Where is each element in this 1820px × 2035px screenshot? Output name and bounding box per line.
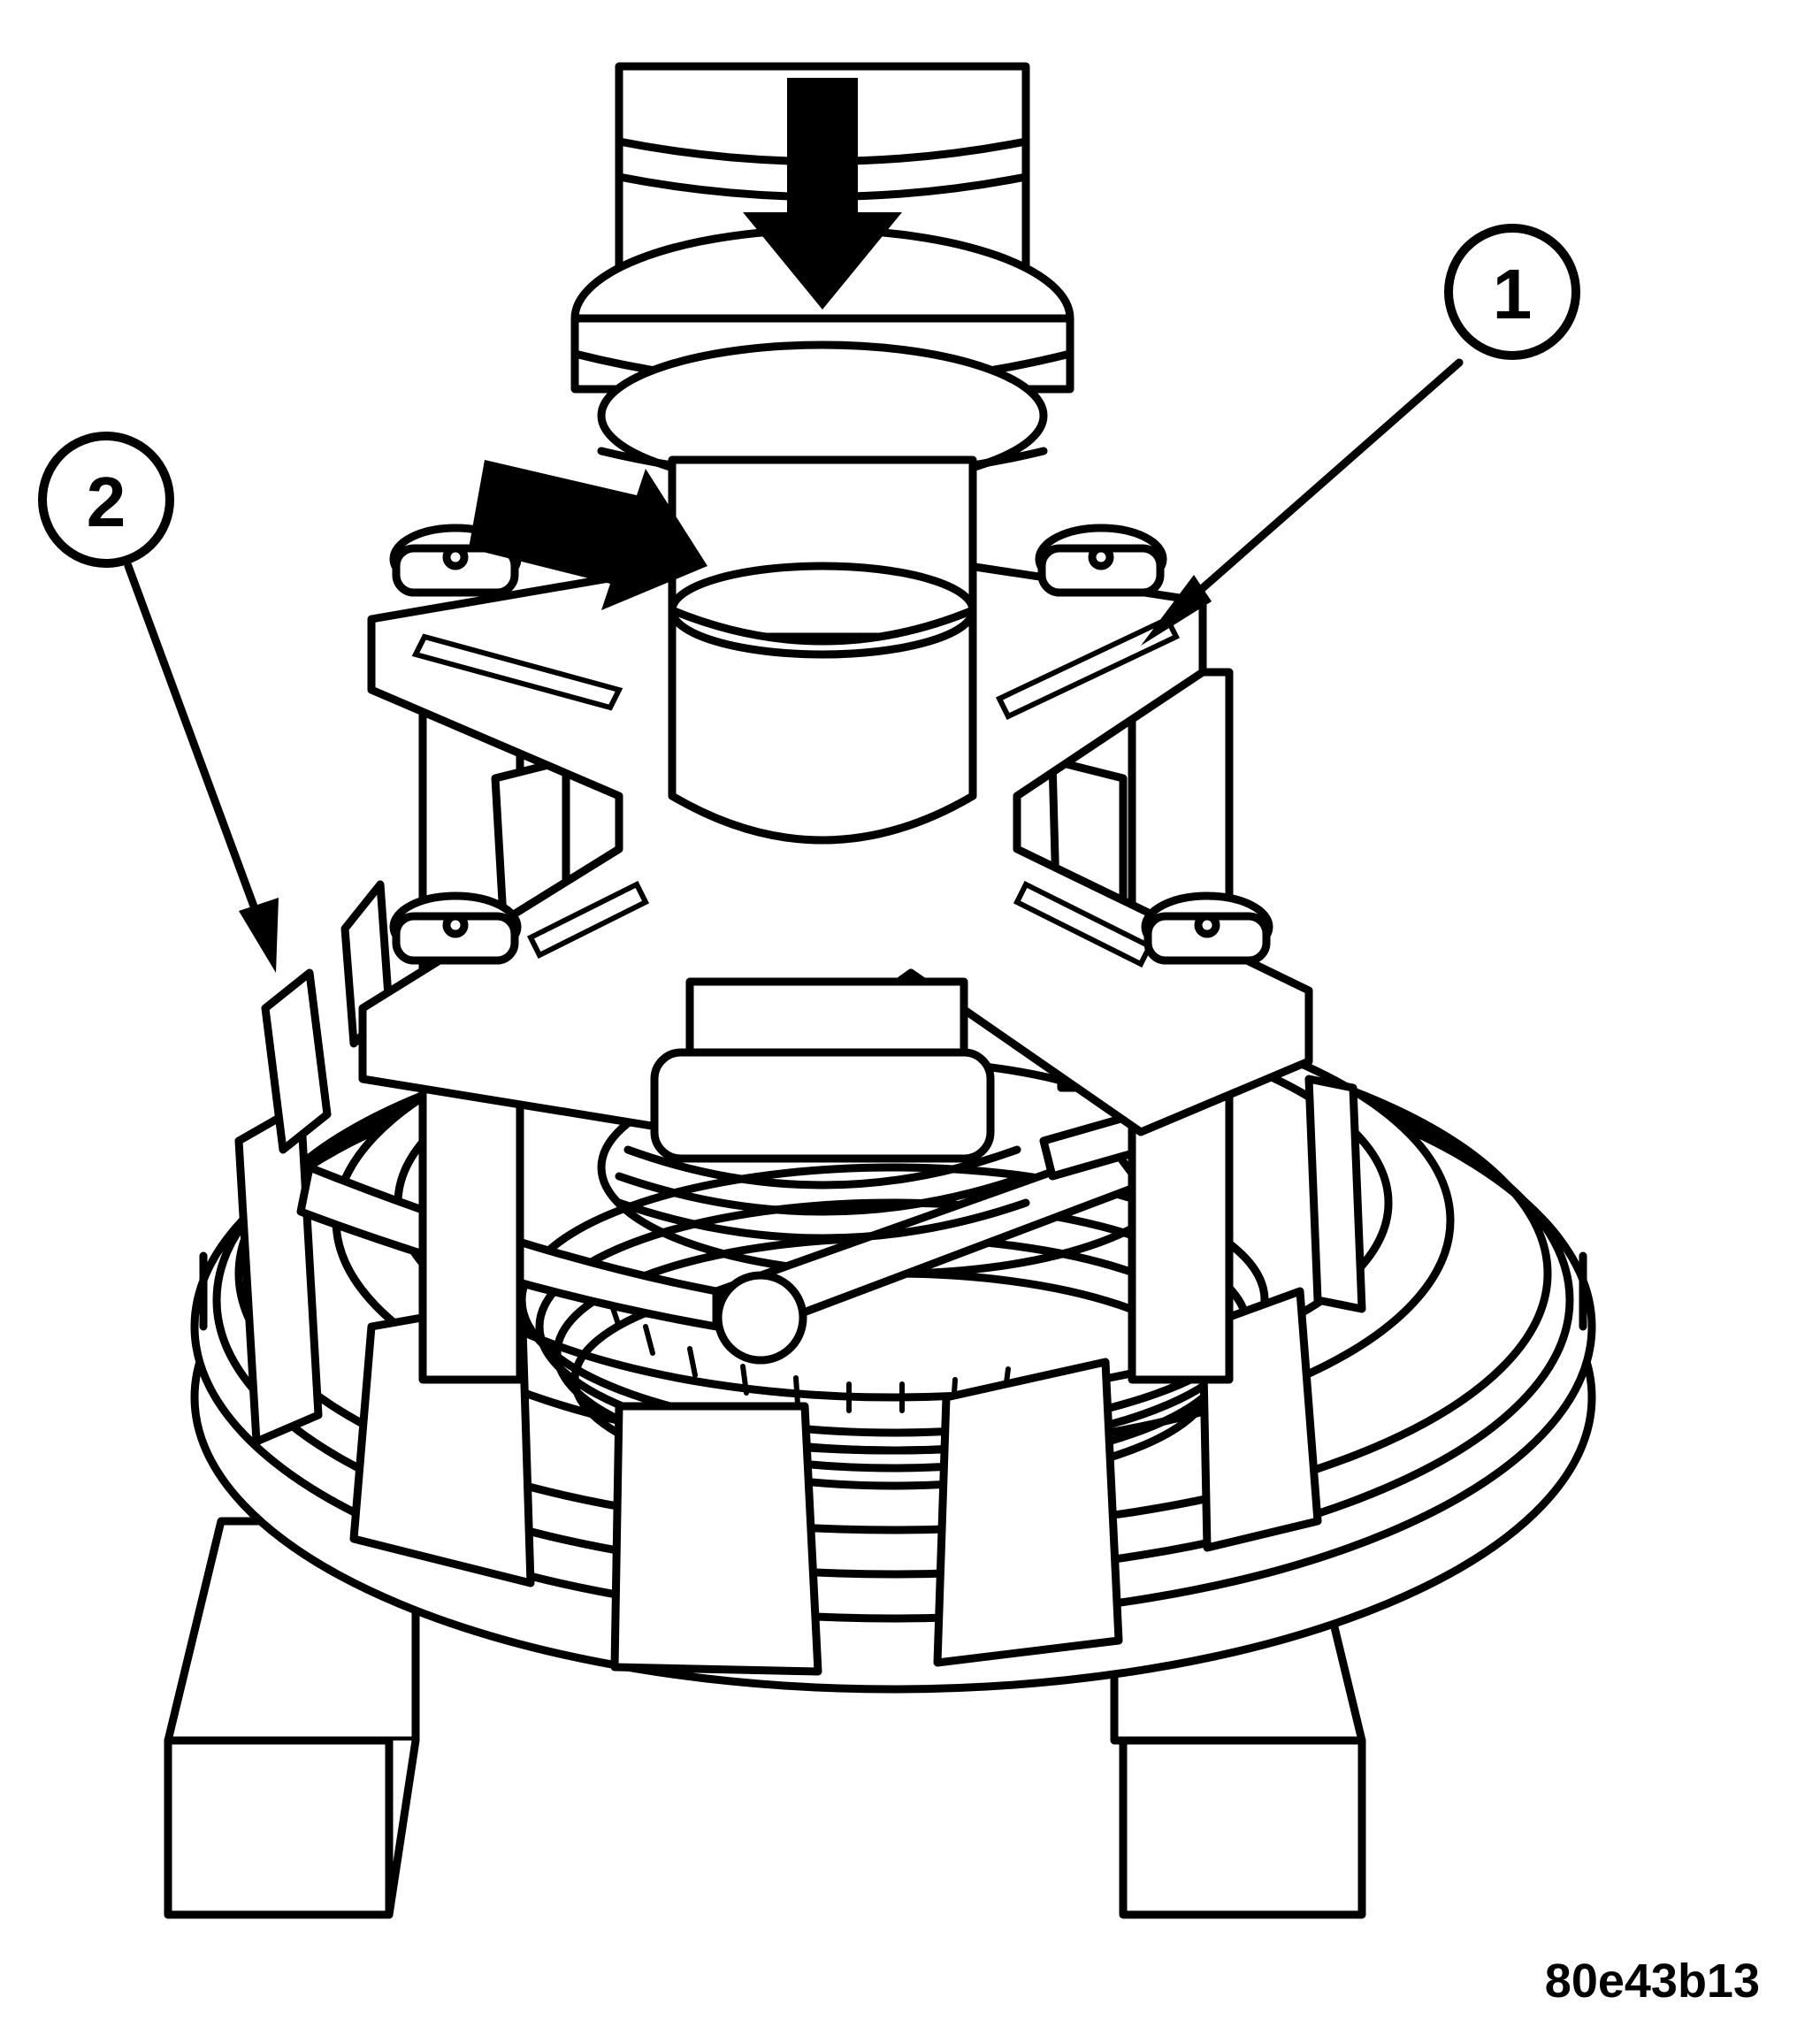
callout-1: 1: [1444, 224, 1580, 360]
leader-lines: [124, 358, 1464, 973]
callout-2-number: 2: [87, 463, 126, 541]
direction-arrows: [469, 78, 902, 610]
insert-arrow-icon: [469, 460, 707, 610]
callout-1-number: 1: [1493, 255, 1533, 333]
down-arrow-icon: [743, 78, 902, 310]
callout-2: 2: [38, 432, 174, 568]
tool-knobs: [389, 524, 1273, 965]
figure-id-label: 80e43b13: [1545, 1955, 1760, 2008]
compressor-tool: [358, 524, 1313, 1384]
